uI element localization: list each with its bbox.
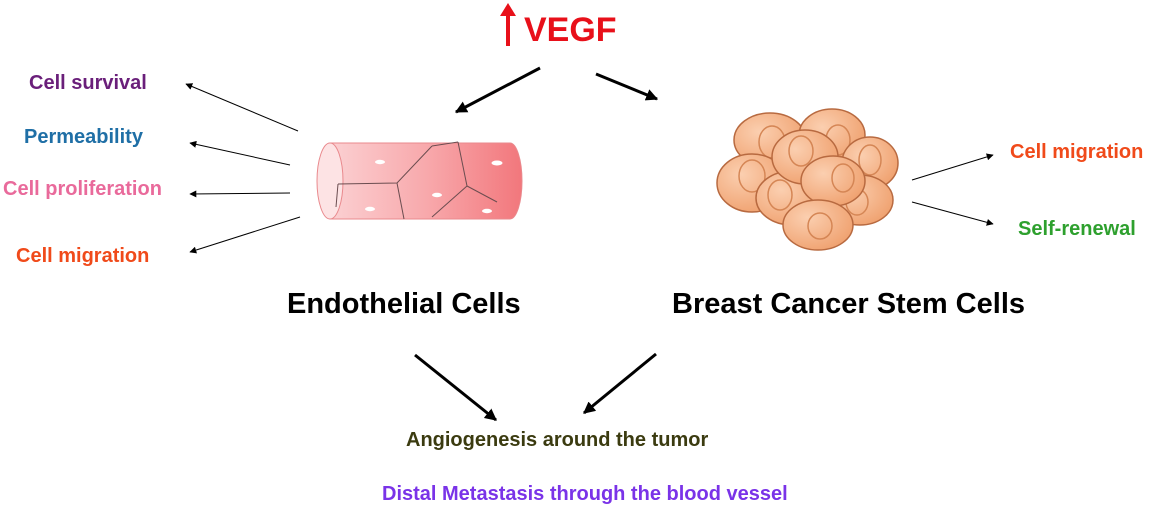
effect-permeability: Permeability [24,126,143,148]
angiogenesis-label: Angiogenesis around the tumor [406,429,709,451]
effect-arrow-cell-proliferation [189,190,291,198]
effect-arrow-self-renewal [911,201,994,226]
endothelial-cells-title: Endothelial Cells [287,288,521,320]
blood-vessel-icon [316,141,523,220]
vegf-label: VEGF [524,11,617,49]
metastasis-label: Distal Metastasis through the blood vess… [382,483,788,505]
effect-arrow-cell-survival [185,83,299,132]
effect-cell-proliferation: Cell proliferation [3,178,162,200]
vegf-to-cancer-arrow [595,72,659,101]
effect-cell-migration: Cell migration [16,245,150,267]
vegf-to-endothelial-arrow [454,66,541,114]
effect-arrow-cancer-migration [911,153,994,181]
effect-arrow-cell-migration [189,216,301,254]
cancer-cell-cluster-icon [716,108,899,251]
effect-cell-survival: Cell survival [29,72,147,94]
vegf-up-arrow-icon [500,3,516,46]
effect-arrow-permeability [189,140,291,166]
effect-cancer-cell-migration: Cell migration [1010,141,1144,163]
cancer-to-angiogenesis-arrow [583,352,657,415]
effect-self-renewal: Self-renewal [1018,218,1136,240]
endothelial-to-angiogenesis-arrow [414,353,497,422]
breast-cancer-stem-cells-title: Breast Cancer Stem Cells [672,288,1025,320]
